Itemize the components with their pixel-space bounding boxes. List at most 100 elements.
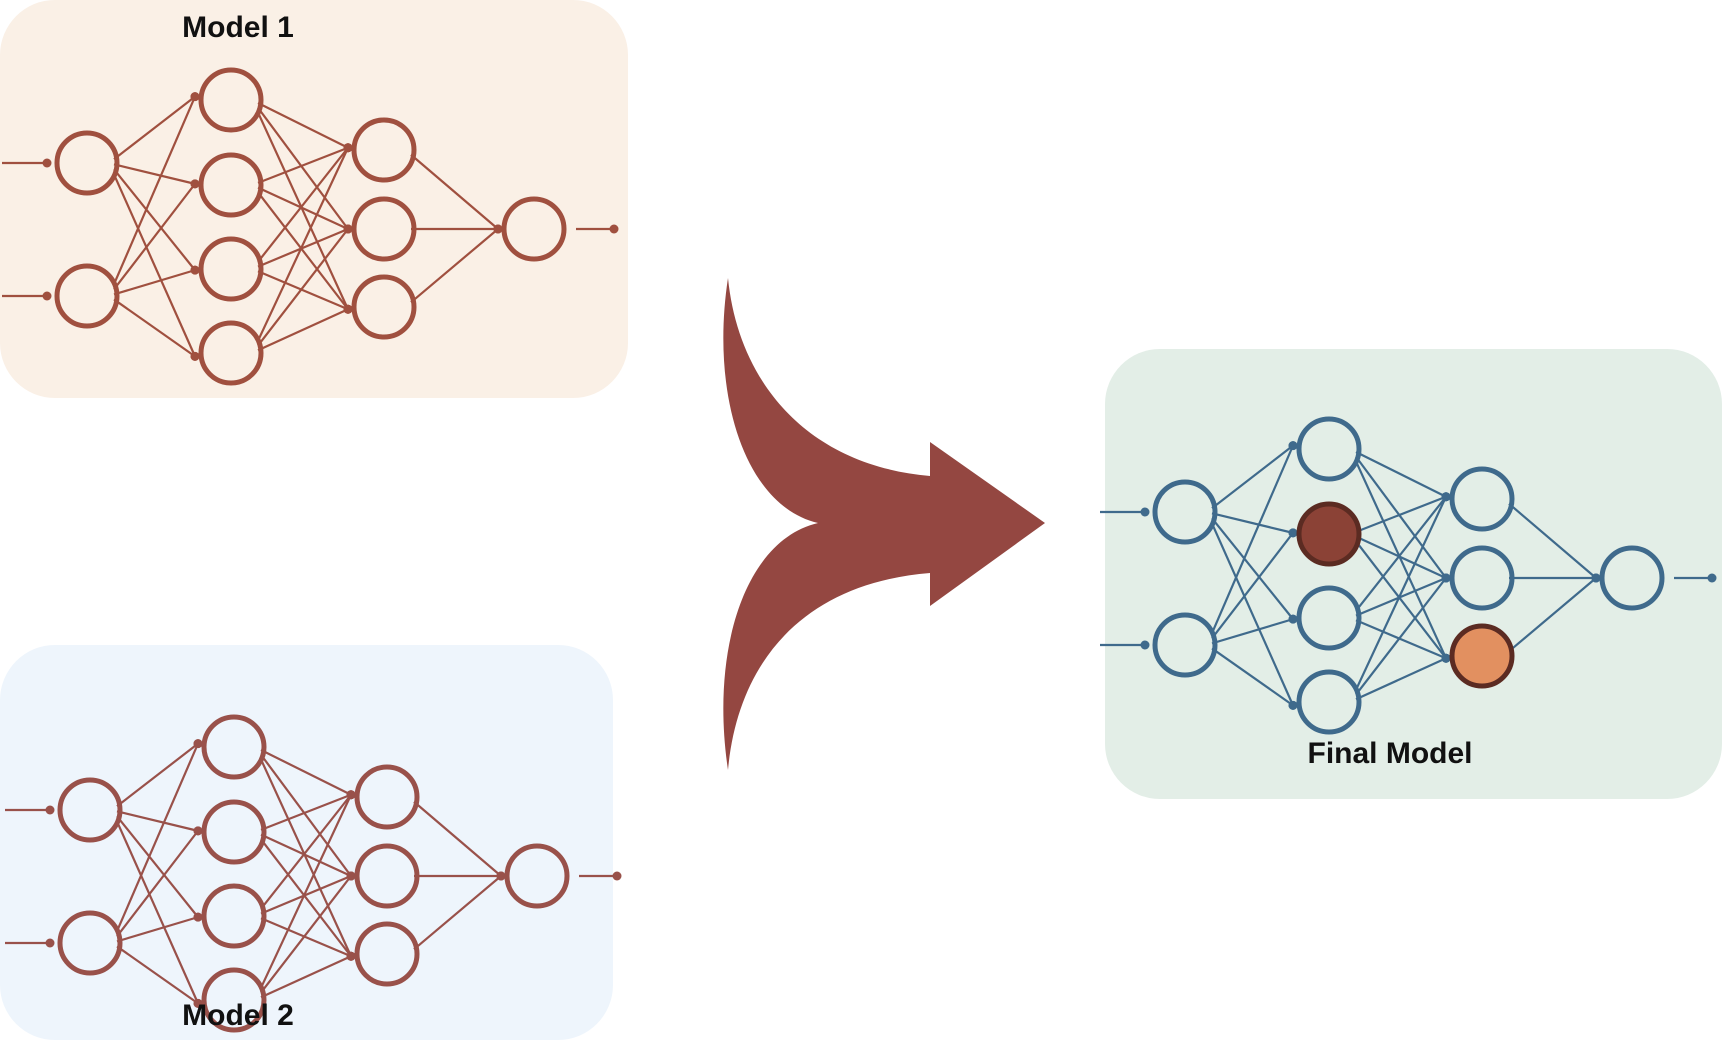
neuron — [1152, 479, 1218, 545]
input-dot — [42, 291, 52, 301]
connection-dot — [1288, 700, 1298, 710]
connection — [260, 749, 352, 796]
neuron — [1599, 545, 1665, 611]
connection — [116, 945, 199, 1005]
connection — [257, 228, 349, 347]
model2-network — [0, 645, 622, 1040]
connection — [116, 810, 199, 832]
input-dot — [42, 158, 52, 168]
connection-dot — [496, 871, 506, 881]
neuron — [201, 883, 267, 949]
neuron — [54, 263, 120, 329]
input-dot — [1140, 640, 1150, 650]
neuron — [198, 320, 264, 386]
neuron — [504, 843, 570, 909]
neuron-highlighted — [1449, 623, 1515, 689]
connection-dot — [190, 179, 200, 189]
connection — [113, 95, 196, 161]
connection — [413, 875, 502, 951]
connection — [1211, 647, 1294, 707]
connection — [257, 147, 349, 263]
neuron — [354, 921, 420, 987]
connection — [1211, 444, 1294, 510]
connection-dot — [193, 826, 203, 836]
connection — [260, 793, 352, 831]
connection — [1355, 619, 1447, 660]
connection — [256, 111, 350, 310]
connection — [1355, 577, 1447, 696]
connection — [260, 874, 352, 915]
connection — [1355, 657, 1447, 701]
connection — [113, 168, 196, 271]
connection-dot — [1441, 492, 1451, 502]
connection — [257, 107, 349, 230]
connection-dot — [1288, 441, 1298, 451]
neuron — [1152, 612, 1218, 678]
model1-panel — [0, 0, 628, 398]
neuron — [351, 274, 417, 340]
connection — [257, 146, 349, 184]
connection-dot — [346, 951, 356, 961]
connection — [1210, 522, 1295, 706]
connection — [259, 758, 353, 957]
neuron — [201, 714, 267, 780]
neuron — [351, 196, 417, 262]
connection — [410, 228, 499, 304]
connection — [113, 269, 196, 296]
connection — [1355, 540, 1447, 659]
neuron — [354, 843, 420, 909]
output-dot — [609, 224, 619, 234]
connection — [260, 794, 352, 989]
neuron — [57, 910, 123, 976]
connection — [260, 838, 352, 957]
connection — [1211, 517, 1294, 620]
connection-dot — [190, 351, 200, 361]
neuron — [351, 117, 417, 183]
connection-dot — [193, 912, 203, 922]
connection — [1355, 451, 1447, 498]
connection-dot — [493, 224, 503, 234]
connection — [112, 96, 197, 285]
connection — [1211, 532, 1294, 640]
connection — [410, 153, 499, 230]
connection — [257, 186, 349, 230]
connection — [257, 147, 349, 342]
connection-dot — [190, 92, 200, 102]
neuron — [1449, 466, 1515, 532]
connection — [260, 917, 352, 958]
neuron — [1449, 545, 1515, 611]
input-dot — [45, 805, 55, 815]
neuron — [54, 130, 120, 196]
final-network — [1100, 349, 1722, 799]
connection-dot — [343, 224, 353, 234]
connection — [116, 815, 199, 918]
connection-dot — [1441, 573, 1451, 583]
connection-dot — [1441, 653, 1451, 663]
connection — [116, 830, 199, 938]
connection — [1210, 445, 1295, 634]
connection — [115, 743, 200, 932]
neuron — [1296, 416, 1362, 482]
connection — [260, 833, 352, 877]
model2-panel — [0, 645, 613, 1040]
connection — [1508, 502, 1597, 579]
input-dot — [45, 938, 55, 948]
connection — [260, 754, 352, 877]
connection — [260, 794, 352, 910]
connection — [113, 183, 196, 291]
neuron — [201, 967, 267, 1033]
neuron — [201, 799, 267, 865]
connection — [1355, 495, 1447, 533]
connection — [260, 955, 352, 999]
connection-dot — [190, 265, 200, 275]
connection — [1211, 618, 1294, 645]
connection-dot — [346, 871, 356, 881]
model-2-title: Model 2 — [182, 999, 294, 1032]
model1-network — [0, 0, 628, 398]
connection-dot — [346, 790, 356, 800]
connection-dot — [343, 304, 353, 314]
neuron — [57, 777, 123, 843]
connection — [113, 163, 196, 185]
